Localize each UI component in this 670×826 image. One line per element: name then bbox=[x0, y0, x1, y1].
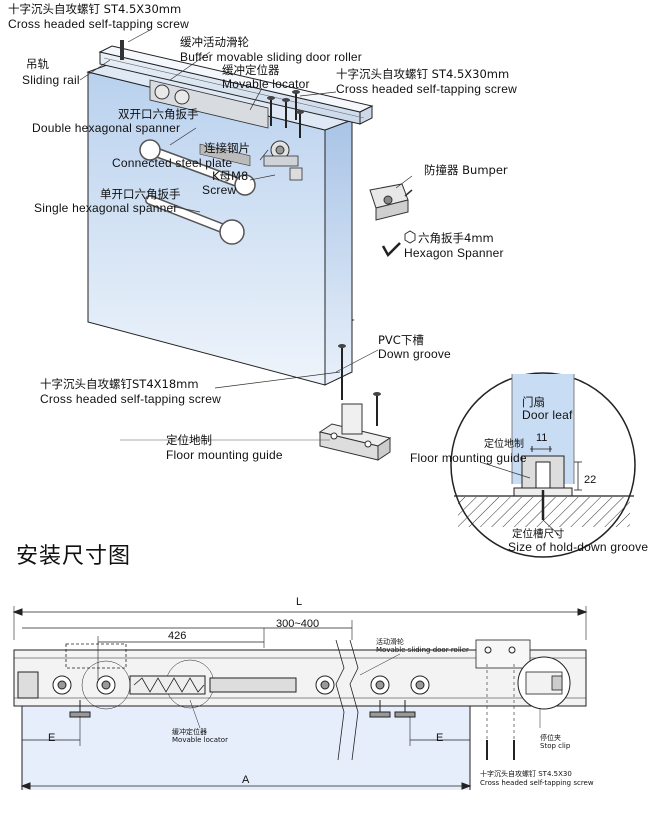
dim-height: 22 bbox=[584, 474, 597, 486]
locator-bottom-label-zh: 缓冲定位器 bbox=[172, 728, 207, 736]
dim-gap: 11 bbox=[536, 432, 548, 444]
screw-top-label-en: Cross headed self-tapping screw bbox=[8, 17, 189, 31]
screw-right-label-en: Cross headed self-tapping screw bbox=[336, 82, 517, 96]
single-spanner-label-zh: 单开口六角扳手 bbox=[100, 187, 181, 201]
floor-guide bbox=[120, 344, 392, 461]
door-leaf-label-en: Door leaf bbox=[522, 408, 573, 422]
screw-right-label-zh: 十字沉头自攻螺钉 ST4.5X30mm bbox=[336, 67, 510, 81]
roller-label-zh: 活动滑轮 bbox=[376, 638, 404, 646]
screw-top-label-zh: 十字沉头自攻螺钉 ST4.5X30mm bbox=[8, 2, 182, 16]
dim-E-right: E bbox=[436, 732, 444, 744]
dim-L: L bbox=[296, 596, 303, 608]
single-spanner-icon bbox=[145, 195, 245, 245]
locator-bottom-label-en: Movable locator bbox=[172, 736, 228, 744]
floor-guide-label-zh: 定位地制 bbox=[166, 433, 212, 447]
nut-label-zh: K母M8 bbox=[212, 169, 249, 183]
floor-guide-label-en: Floor mounting guide bbox=[166, 448, 283, 462]
buffer-label-zh: 缓冲活动滑轮 bbox=[180, 35, 249, 49]
roller-label-en: Movable sliding door roller bbox=[376, 646, 469, 654]
leader-lines-top bbox=[79, 29, 413, 389]
detail-circle bbox=[450, 372, 636, 558]
single-spanner-label-en: Single hexagonal spanner bbox=[34, 201, 178, 215]
screws-top bbox=[267, 90, 304, 138]
screw-bottom-label-en: Cross headed self-tapping screw bbox=[40, 392, 221, 406]
screw-bottom-right-label-en: Cross headed self-tapping screw bbox=[480, 779, 594, 787]
door-leaf-label-zh: 门扇 bbox=[522, 395, 545, 409]
nut-label-en: Screw bbox=[202, 183, 237, 197]
dim-A: A bbox=[242, 774, 250, 786]
locator-label-zh: 缓冲定位器 bbox=[222, 63, 280, 77]
dim-426: 426 bbox=[168, 630, 187, 642]
screw-bottom-label-zh: 十字沉头自攻螺钉ST4X18mm bbox=[40, 377, 199, 391]
groove-label-en: Down groove bbox=[378, 347, 451, 361]
double-spanner-label-en: Double hexagonal spanner bbox=[32, 121, 181, 135]
hex-label-en: Hexagon Spanner bbox=[404, 246, 504, 260]
groove-label-zh: PVC下槽 bbox=[378, 333, 424, 347]
screw-bottom-right-label-zh: 十字沉头自攻螺钉 ST4.5X30 bbox=[480, 770, 572, 778]
stop-clip-label-zh: 停位夹 bbox=[540, 734, 561, 742]
rail-label-zh: 吊轨 bbox=[26, 57, 49, 71]
hex-wrench-icon bbox=[381, 230, 416, 258]
stop-clip-label-en: Stop clip bbox=[540, 742, 571, 750]
locator-label-en: Movable locator bbox=[222, 77, 310, 91]
roller-assembly bbox=[120, 40, 303, 181]
buffer-label-en: Buffer movable sliding door roller bbox=[180, 50, 363, 64]
detail-guide-label-en: Floor mounting guide bbox=[410, 451, 527, 465]
detail-guide-label-zh: 定位地制 bbox=[484, 439, 524, 450]
double-spanner-label-zh: 双开口六角扳手 bbox=[118, 107, 199, 121]
groove-size-label-zh: 定位槽尺寸 bbox=[512, 528, 565, 540]
hex-label-zh: 六角扳手4mm bbox=[418, 231, 494, 245]
plate-label-zh: 连接钢片 bbox=[204, 141, 250, 155]
plate-label-en: Connected steel plate bbox=[112, 156, 233, 170]
dim-300-400: 300~400 bbox=[276, 618, 320, 630]
bumper-icon bbox=[369, 183, 413, 221]
rail-label-en: Sliding rail bbox=[22, 73, 80, 87]
dim-E-left: E bbox=[48, 732, 56, 744]
groove-size-label-en: Size of hold-down groove bbox=[508, 540, 649, 554]
bottom-drawing bbox=[12, 606, 588, 790]
section-title: 安装尺寸图 bbox=[16, 544, 132, 569]
bumper-label: 防撞器 Bumper bbox=[424, 163, 508, 177]
double-spanner-icon bbox=[139, 139, 256, 196]
